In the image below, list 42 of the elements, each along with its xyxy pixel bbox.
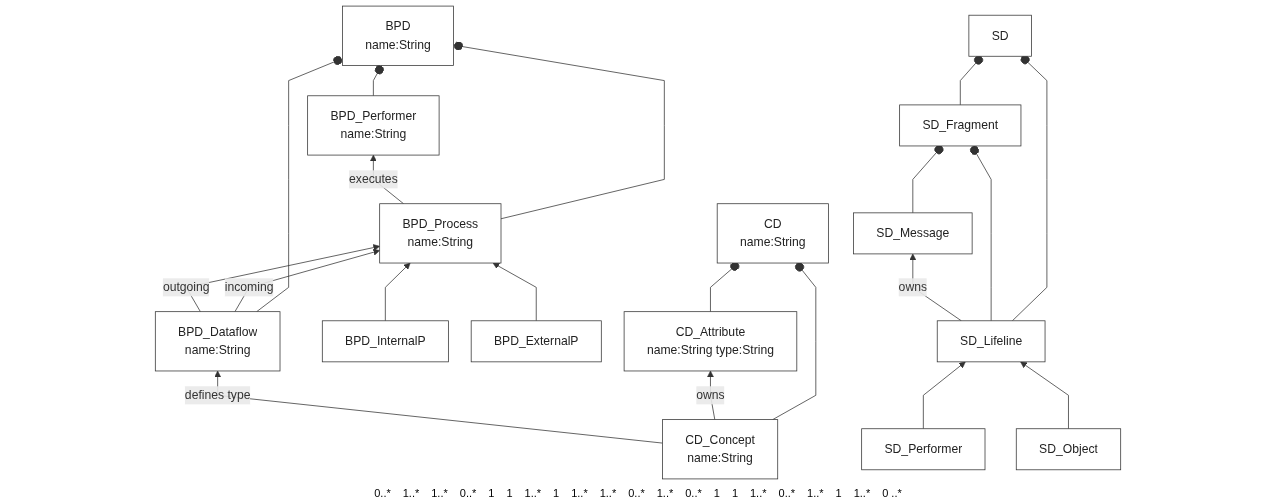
node-box: SD_Fragment — [899, 104, 1022, 147]
multiplicity-label: 1 — [835, 487, 842, 499]
multiplicity-label: 1 — [713, 487, 720, 499]
node-box: BPD_Process name:String — [379, 203, 502, 264]
multiplicity-label: 1 — [731, 487, 738, 499]
node-box: CD_Concept name:String — [662, 419, 779, 480]
multiplicity-label: 1..* — [807, 487, 824, 499]
node-box: BPD name:String — [342, 5, 454, 66]
multiplicity-label: 1..* — [431, 487, 448, 499]
node-box: SD — [968, 14, 1032, 57]
multiplicity-label: 0..* — [459, 487, 477, 499]
multiplicity-label: 0..* — [685, 487, 702, 499]
node-box: BPD_Dataflow name:String — [154, 311, 281, 372]
multiplicity-label: 1..* — [853, 487, 871, 499]
node-box: SD_Lifeline — [936, 320, 1046, 363]
node-box: BPD_InternalP — [321, 320, 449, 363]
multiplicity-label: 1..* — [524, 487, 542, 499]
node-box: CD_Attribute name:String type:String — [623, 311, 798, 372]
multiplicity-label: 1 — [553, 487, 560, 499]
edge-label: executes — [349, 172, 398, 186]
edge-label: defines type — [184, 388, 251, 402]
edge-label: owns — [696, 388, 725, 402]
multiplicity-label: 1 — [488, 487, 495, 499]
node-box: CD name:String — [716, 203, 829, 264]
multiplicity-label: 1..* — [656, 487, 674, 499]
node-box: SD_Message — [853, 212, 973, 255]
multiplicity-label: 0 ..* — [882, 487, 902, 499]
multiplicity-label: 1..* — [750, 487, 767, 499]
node-box: BPD_ExternalP — [470, 320, 602, 363]
node-box: SD_Performer — [861, 428, 986, 471]
multiplicity-label: 0..* — [778, 487, 796, 499]
multiplicity-label: 1..* — [599, 487, 617, 499]
multiplicity-label: 1..* — [402, 487, 420, 499]
edge-label: owns — [898, 280, 928, 294]
edge-label: incoming — [224, 280, 274, 294]
multiplicity-label: 1..* — [571, 487, 588, 499]
node-box: BPD_Performer name:String — [307, 95, 440, 156]
node-box: SD_Object — [1015, 428, 1122, 471]
multiplicity-label: 0..* — [374, 487, 391, 499]
multiplicity-label: 0..* — [628, 487, 645, 499]
edge-label: outgoing — [162, 280, 210, 294]
multiplicity-label: 1 — [506, 487, 513, 499]
